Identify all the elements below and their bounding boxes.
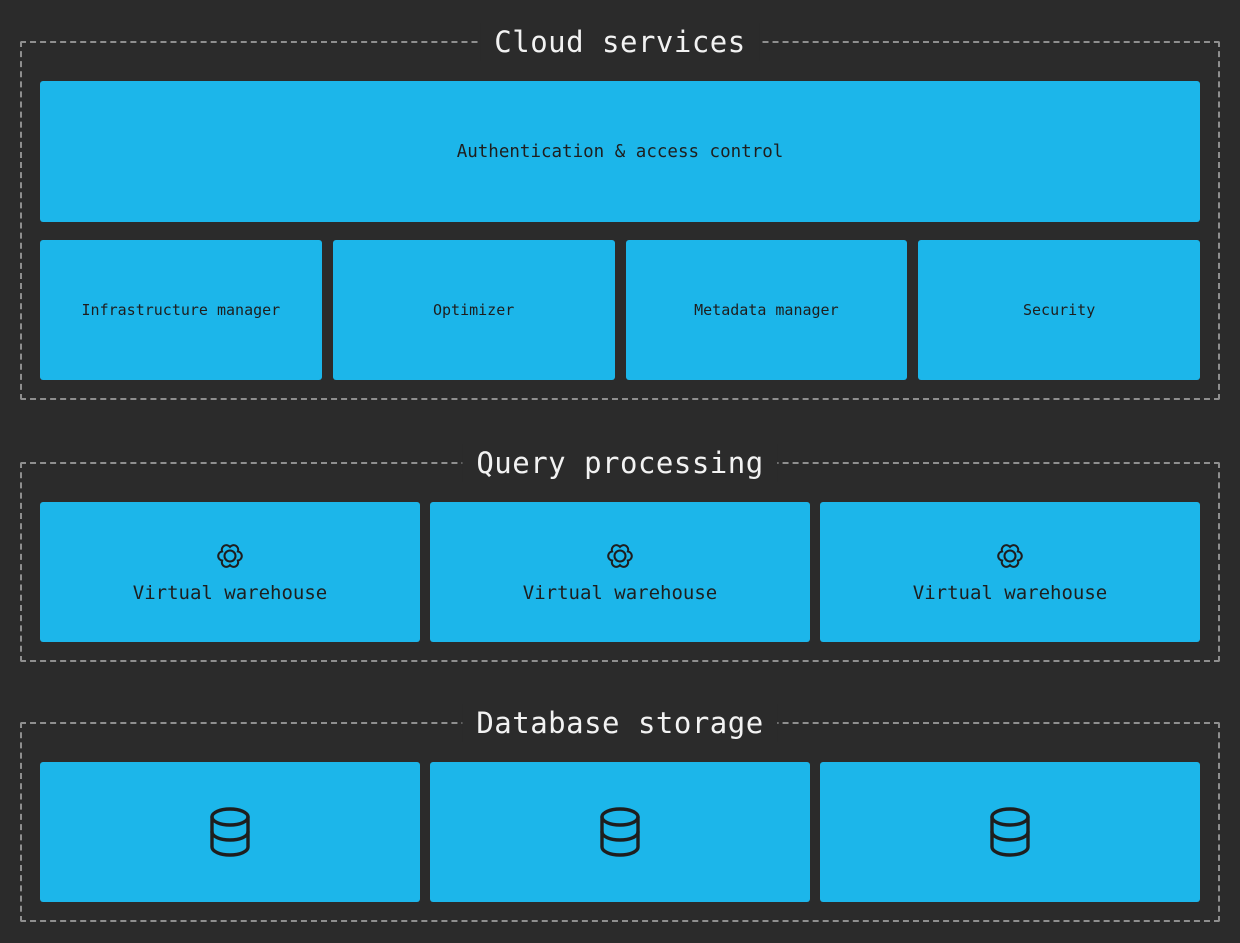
cloud-services-row: Infrastructure manager Optimizer Metadat… bbox=[40, 240, 1200, 380]
gear-icon bbox=[994, 540, 1026, 572]
security-label: Security bbox=[1023, 301, 1096, 319]
virtual-warehouse-label: Virtual warehouse bbox=[522, 582, 718, 604]
metadata-manager-box: Metadata manager bbox=[625, 240, 908, 380]
query-processing-section: Query processing Virtual warehouse Virtu… bbox=[20, 444, 1220, 662]
gear-icon bbox=[214, 540, 246, 572]
virtual-warehouse-label: Virtual warehouse bbox=[912, 582, 1108, 604]
auth-access-control-box: Authentication & access control bbox=[40, 81, 1200, 222]
database-storage-row bbox=[40, 762, 1200, 902]
metadata-manager-label: Metadata manager bbox=[694, 301, 839, 319]
database-box bbox=[820, 762, 1200, 902]
query-processing-row: Virtual warehouse Virtual warehouse Virt… bbox=[40, 502, 1200, 642]
gear-icon bbox=[604, 540, 636, 572]
optimizer-box: Optimizer bbox=[332, 240, 615, 380]
section-title-query-processing: Query processing bbox=[462, 444, 778, 482]
virtual-warehouse-box: Virtual warehouse bbox=[820, 502, 1200, 642]
infrastructure-manager-box: Infrastructure manager bbox=[40, 240, 322, 380]
section-title-cloud-services: Cloud services bbox=[480, 23, 760, 61]
optimizer-label: Optimizer bbox=[432, 301, 515, 319]
virtual-warehouse-label: Virtual warehouse bbox=[132, 582, 328, 604]
infrastructure-manager-label: Infrastructure manager bbox=[81, 301, 281, 319]
database-box bbox=[430, 762, 810, 902]
section-title-database-storage: Database storage bbox=[462, 704, 778, 742]
auth-access-control-label: Authentication & access control bbox=[456, 141, 784, 162]
database-icon bbox=[206, 805, 254, 859]
database-storage-section: Database storage bbox=[20, 704, 1220, 922]
virtual-warehouse-box: Virtual warehouse bbox=[430, 502, 810, 642]
security-box: Security bbox=[918, 240, 1200, 380]
database-icon bbox=[986, 805, 1034, 859]
database-box bbox=[40, 762, 420, 902]
database-icon bbox=[596, 805, 644, 859]
virtual-warehouse-box: Virtual warehouse bbox=[40, 502, 420, 642]
cloud-services-section: Cloud services Authentication & access c… bbox=[20, 23, 1220, 400]
